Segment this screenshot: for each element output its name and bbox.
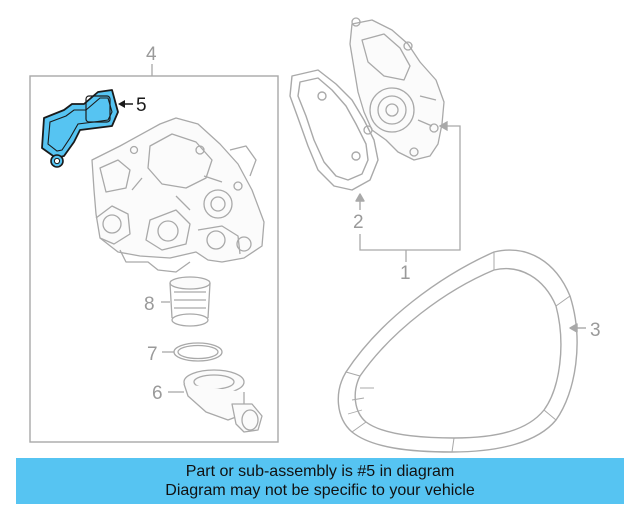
- callout-1-bracket: [359, 120, 461, 262]
- assembly-4-frame: [29, 64, 279, 443]
- callout-4[interactable]: 4: [146, 44, 157, 65]
- callout-8[interactable]: 8: [144, 294, 155, 315]
- pump-gasket-part-2: [289, 69, 379, 210]
- thermostat-housing: [91, 117, 265, 273]
- o-ring-part-7: [162, 342, 223, 362]
- cover-part-6: [168, 369, 263, 433]
- callout-5[interactable]: 5: [136, 95, 147, 116]
- thermostat-part-8: [161, 276, 211, 327]
- info-banner: Part or sub-assembly is #5 in diagram Di…: [16, 458, 624, 504]
- water-pump: [349, 17, 445, 161]
- callout-2[interactable]: 2: [353, 212, 364, 233]
- banner-line-2: Diagram may not be specific to your vehi…: [165, 482, 475, 499]
- callout-3[interactable]: 3: [590, 320, 601, 341]
- callout-6[interactable]: 6: [152, 383, 163, 404]
- callout-1[interactable]: 1: [400, 263, 411, 284]
- callout-7[interactable]: 7: [147, 344, 158, 365]
- parts-diagram: 4 5 8: [29, 17, 601, 453]
- belt-part-3: [337, 249, 586, 453]
- banner-line-1: Part or sub-assembly is #5 in diagram: [185, 463, 455, 480]
- gasket-part-5[interactable]: [41, 89, 133, 168]
